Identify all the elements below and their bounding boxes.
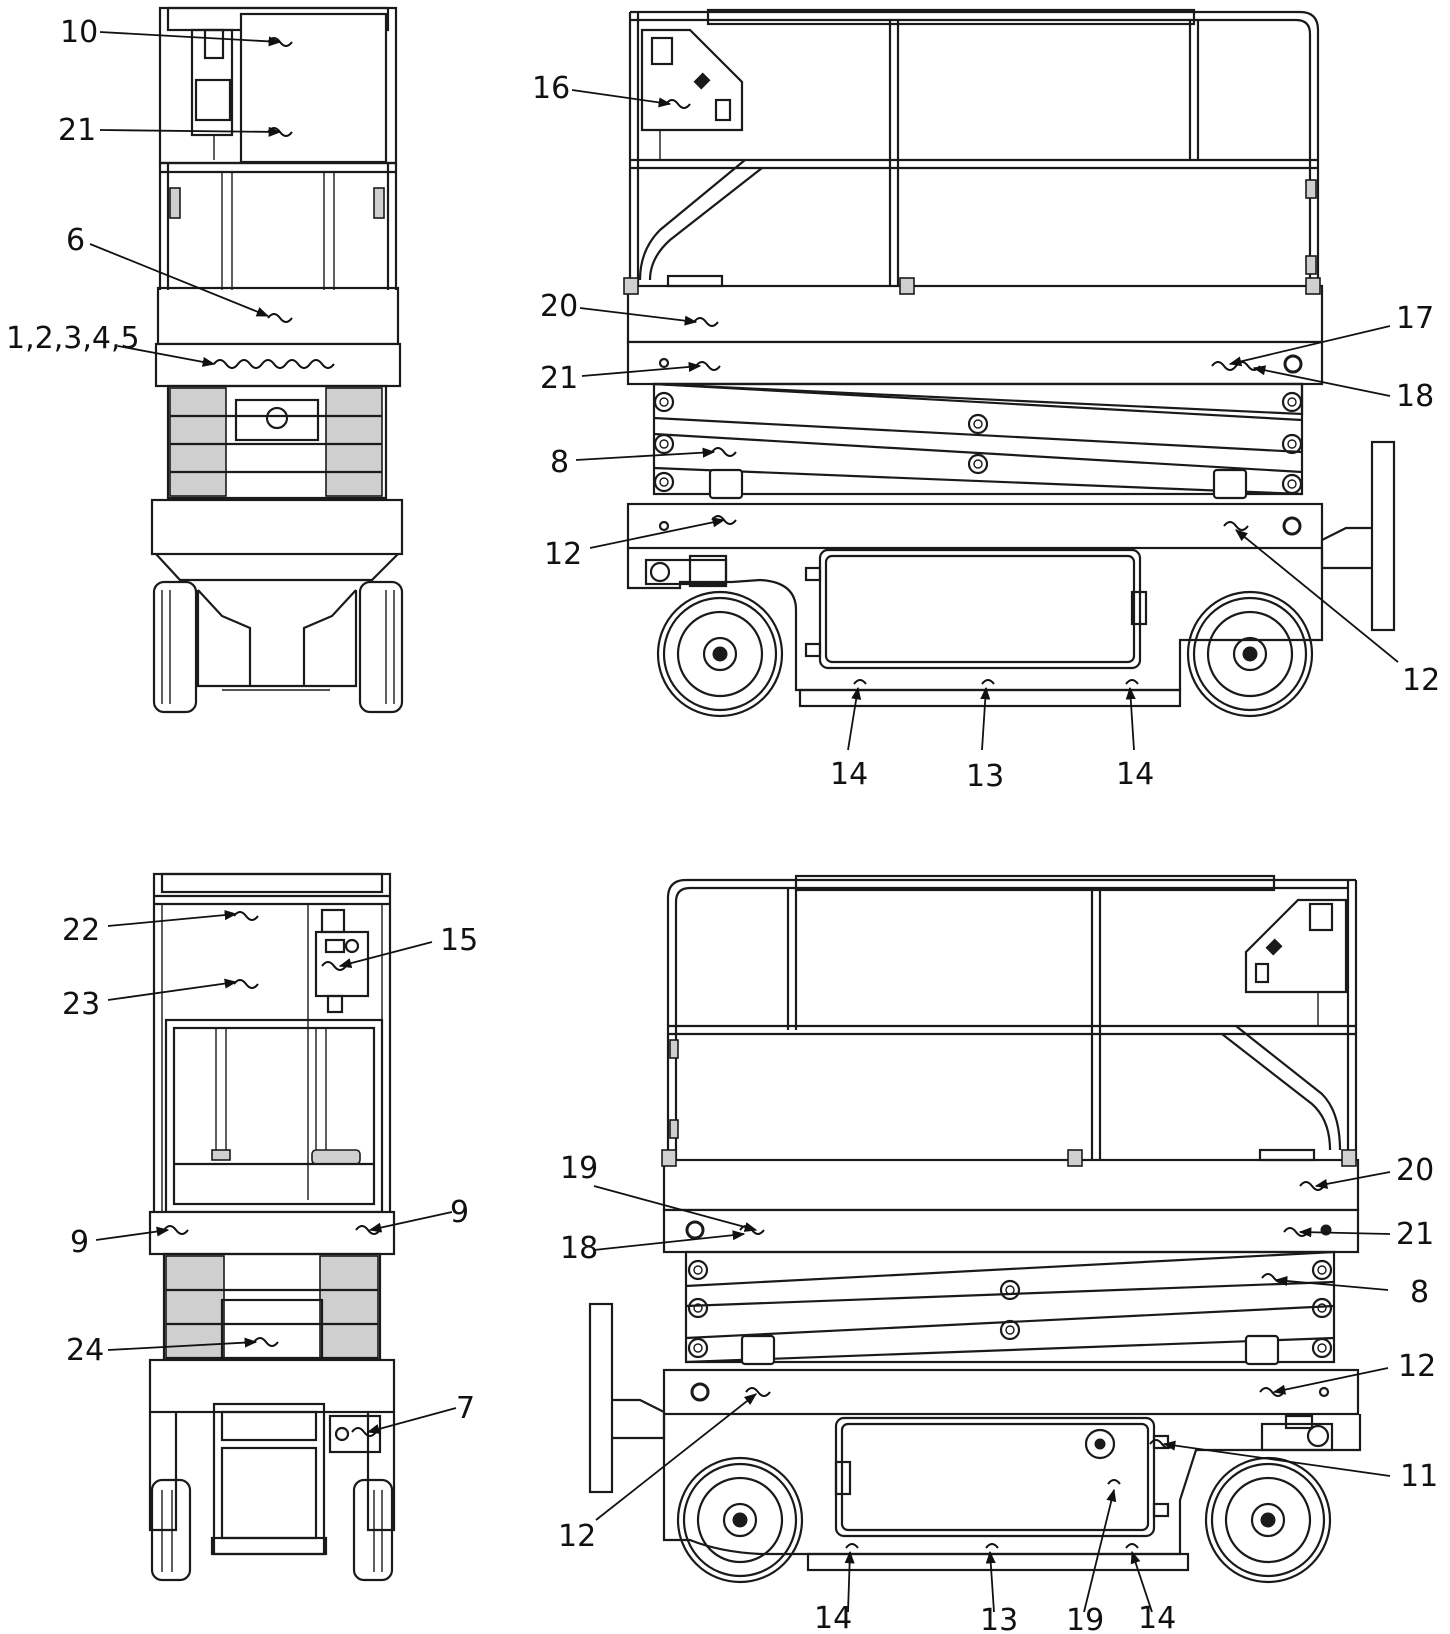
left-rear-wheel (676, 1456, 804, 1584)
callout-18: 18 (560, 1231, 598, 1266)
callout-23: 23 (62, 987, 100, 1022)
callout-21: 21 (58, 113, 96, 148)
callout-8: 8 (1410, 1275, 1429, 1310)
callout-14: 14 (1138, 1601, 1176, 1634)
leader-lines (89, 31, 1399, 1613)
callout-19: 19 (1066, 1603, 1104, 1634)
left-side-view (588, 874, 1362, 1584)
callout-16: 16 (532, 71, 570, 106)
callout-12: 12 (558, 1519, 596, 1554)
callout-1-5: 1,2,3,4,5 (6, 321, 140, 356)
callout-13: 13 (966, 759, 1004, 794)
right-side-view (623, 8, 1396, 718)
rear-wheel (656, 590, 784, 718)
callout-9: 9 (70, 1225, 89, 1260)
callout-12: 12 (544, 537, 582, 572)
callout-20: 20 (1396, 1153, 1434, 1188)
callout-8: 8 (550, 445, 569, 480)
callout-21: 21 (540, 361, 578, 396)
callout-12: 12 (1402, 663, 1440, 698)
callout-7: 7 (456, 1391, 475, 1426)
callout-24: 24 (66, 1333, 104, 1368)
callout-11: 11 (1400, 1459, 1438, 1494)
left-front-wheel (1204, 1456, 1332, 1584)
callout-17: 17 (1396, 301, 1434, 336)
callout-labels: 10 21 6 1,2,3,4,5 16 20 17 21 18 8 12 12… (6, 15, 1440, 1634)
decal-markers (163, 37, 1325, 1549)
callout-14: 14 (1116, 757, 1154, 792)
callout-15: 15 (440, 923, 478, 958)
callout-20: 20 (540, 289, 578, 324)
callout-6: 6 (66, 223, 85, 258)
callout-19: 19 (560, 1151, 598, 1186)
callout-14: 14 (814, 1601, 852, 1634)
callout-13: 13 (980, 1603, 1018, 1634)
callout-21: 21 (1396, 1217, 1434, 1252)
callout-9: 9 (450, 1195, 469, 1230)
callout-10: 10 (60, 15, 98, 50)
callout-18: 18 (1396, 379, 1434, 414)
front-wheel (1186, 590, 1314, 718)
callout-22: 22 (62, 913, 100, 948)
callout-12: 12 (1398, 1349, 1436, 1384)
callout-14: 14 (830, 757, 868, 792)
front-view (150, 6, 404, 714)
